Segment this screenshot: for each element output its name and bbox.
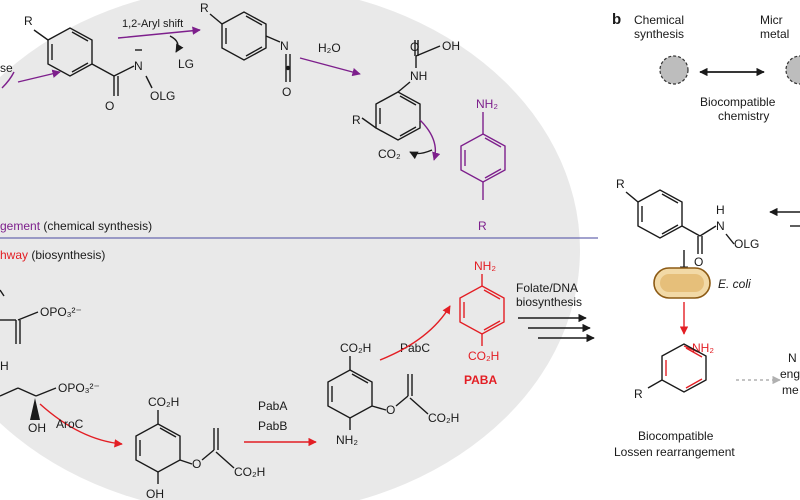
svg-text:CO₂H: CO₂H — [234, 465, 265, 479]
arrow-hydrolysis — [299, 57, 361, 77]
section-label-biosynthesis: hway (biosynthesis) — [0, 248, 105, 262]
enzyme-pabC: PabC — [400, 341, 430, 355]
microbial-line2: metal — [760, 27, 789, 41]
leaving-group-label: LG — [178, 57, 194, 71]
svg-text:N: N — [134, 59, 143, 73]
background-oval — [0, 0, 580, 500]
arrow-to-hydroxamate — [17, 69, 61, 83]
paba-label: PABA — [464, 373, 497, 387]
svg-text:R: R — [200, 1, 209, 15]
svg-text:OH: OH — [146, 487, 164, 500]
section-label-chemical-synthesis: gement (chemical synthesis) — [0, 219, 152, 233]
pep-fragment: OPO₃²⁻ H — [0, 289, 82, 373]
ecoli-label: E. coli — [718, 277, 751, 291]
svg-text:OPO₃²⁻: OPO₃²⁻ — [58, 381, 100, 395]
chemical-synthesis-line1: Chemical — [634, 13, 684, 27]
cutoff-text-2: eng — [780, 367, 800, 381]
svg-text:O: O — [282, 85, 291, 99]
enzyme-pabB: PabB — [258, 419, 287, 433]
biocompatible-chemistry-line2: chemistry — [718, 109, 769, 123]
panel-label-b: b — [612, 11, 621, 28]
erythrose-phosphate-fragment: OPO₃²⁻ OH — [0, 381, 100, 435]
truncated-label-start: se — [0, 61, 13, 75]
arrow-aroC — [39, 403, 123, 448]
svg-text:OH: OH — [28, 421, 46, 435]
svg-text:R: R — [478, 219, 487, 233]
arrow-aryl-shift — [117, 26, 201, 39]
svg-text:R: R — [24, 14, 33, 28]
arrow-pabC — [379, 305, 451, 361]
enzyme-aroC: AroC — [56, 417, 84, 431]
svg-text:O: O — [694, 255, 703, 269]
aniline-product: NH₂ R — [460, 97, 506, 233]
folate-label-line2: biosynthesis — [516, 295, 582, 309]
aryl-shift-label: 1,2-Aryl shift — [122, 18, 183, 30]
svg-text:OH: OH — [442, 39, 460, 53]
svg-text:O: O — [105, 99, 114, 113]
svg-text:NH: NH — [410, 69, 427, 83]
cutoff-text-1: N — [788, 351, 797, 365]
svg-text:NH₂: NH₂ — [474, 259, 496, 273]
biocompatible-chemistry-line1: Biocompatible — [700, 95, 776, 109]
cutoff-text-3: me — [782, 383, 799, 397]
paba: NH₂ CO₂H PABA — [459, 259, 505, 387]
svg-text:R: R — [634, 387, 643, 401]
caption-line1: Biocompatible — [638, 429, 714, 443]
svg-text:CO₂H: CO₂H — [468, 349, 499, 363]
panel-b-aniline: NH₂ R — [634, 341, 714, 401]
svg-text:N: N — [716, 219, 725, 233]
co2-label: CO₂ — [378, 147, 401, 161]
svg-text:NH₂: NH₂ — [336, 433, 358, 447]
water-label: H₂O — [318, 41, 341, 55]
svg-text:NH₂: NH₂ — [476, 97, 498, 111]
svg-text:OLG: OLG — [150, 89, 175, 103]
caption-line2: Lossen rearrangement — [614, 445, 735, 459]
arrow-decarboxylation — [419, 119, 441, 161]
folate-label-line1: Folate/DNA — [516, 281, 578, 295]
svg-text:H: H — [0, 359, 9, 373]
purple-arrow-stub — [1, 71, 15, 89]
svg-text:O: O — [192, 457, 201, 471]
svg-text:CO₂H: CO₂H — [148, 395, 179, 409]
microbial-line1: Micr — [760, 13, 783, 27]
svg-text:OLG: OLG — [734, 237, 759, 251]
arrow-leaving-group — [169, 35, 184, 53]
ecoli-cell-inner — [660, 274, 704, 292]
isocyanate-intermediate: R N O — [200, 1, 291, 99]
svg-text:CO₂H: CO₂H — [340, 341, 371, 355]
svg-text:CO₂H: CO₂H — [428, 411, 459, 425]
metabolism-node — [785, 55, 800, 85]
svg-text:H: H — [716, 203, 725, 217]
enzyme-pabA: PabA — [258, 399, 287, 413]
svg-text:R: R — [352, 113, 361, 127]
arrow-co2-release — [409, 149, 433, 160]
hydroxamate-substrate: R O N OLG — [24, 14, 175, 113]
chemical-synthesis-line2: synthesis — [634, 27, 684, 41]
svg-text:R: R — [616, 177, 625, 191]
chorismate: CO₂H OH O CO₂H — [135, 395, 265, 500]
panel-b-hydroxamate: R O H N OLG — [616, 177, 759, 269]
svg-text:N: N — [280, 39, 289, 53]
carbamic-acid: O OH NH R — [352, 39, 460, 141]
svg-text:OPO₃²⁻: OPO₃²⁻ — [40, 305, 82, 319]
amino-deoxychorismate: CO₂H NH₂ O CO₂H — [327, 341, 459, 447]
chemical-synthesis-node — [659, 55, 689, 85]
svg-text:O: O — [386, 403, 395, 417]
